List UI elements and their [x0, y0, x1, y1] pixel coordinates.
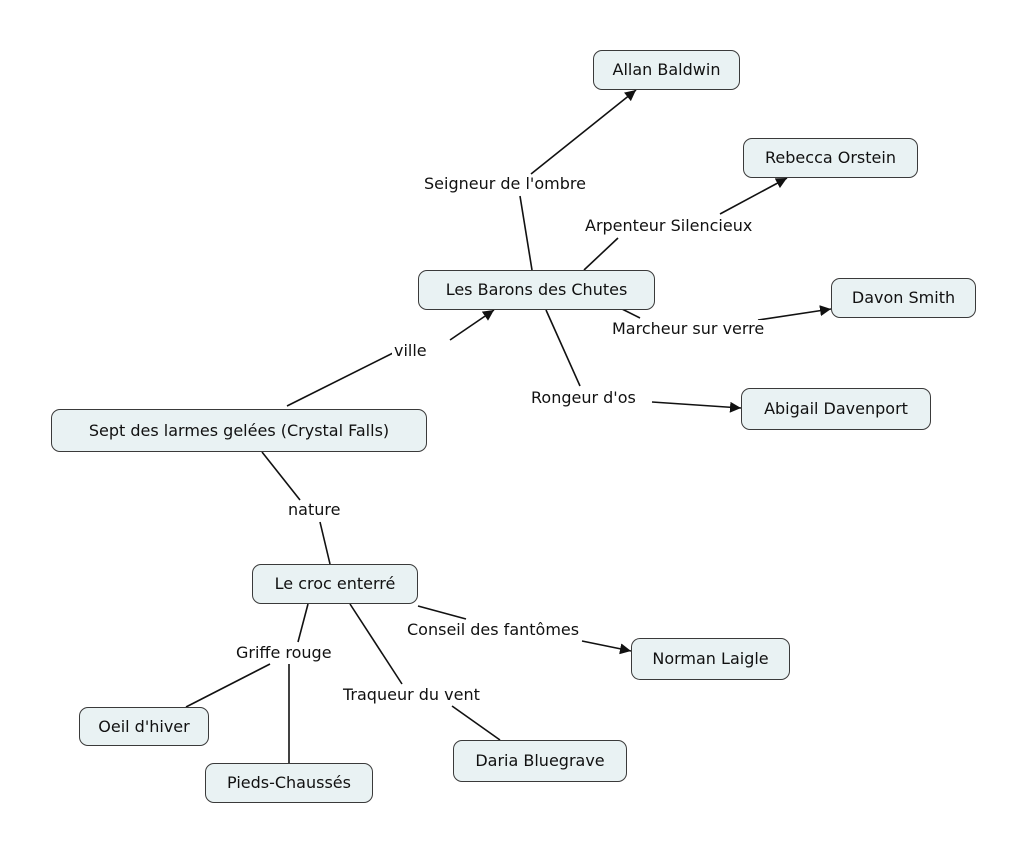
link-label-nature: nature — [286, 500, 343, 519]
connector-seigneur-in — [519, 195, 533, 271]
connector-conseil-out — [581, 640, 632, 655]
link-label-griffe-rouge: Griffe rouge — [234, 643, 334, 662]
connector-griffe-oeil — [185, 663, 271, 708]
link-label-marcheur: Marcheur sur verre — [610, 319, 767, 338]
connector-ville-in — [286, 351, 396, 407]
connector-arpenteur-out — [719, 177, 788, 215]
connector-rongeur-out — [651, 401, 742, 413]
link-label-rongeur: Rongeur d'os — [529, 388, 638, 407]
connector-traqueur-out — [451, 705, 501, 741]
link-label-conseil: Conseil des fantômes — [405, 620, 582, 639]
connector-nature-in — [261, 451, 301, 501]
connector-nature-out — [319, 521, 331, 565]
connector-seigneur-out — [530, 89, 637, 175]
node-pieds-chausses[interactable]: Pieds-Chaussés — [205, 763, 373, 803]
link-label-arpenteur: Arpenteur Silencieux — [583, 216, 755, 235]
connector-traqueur-in — [349, 603, 403, 685]
node-rebecca-orstein[interactable]: Rebecca Orstein — [743, 138, 918, 178]
connector-ville-out — [449, 309, 495, 341]
node-norman-laigle[interactable]: Norman Laigle — [631, 638, 790, 680]
connector-griffe-in — [297, 603, 309, 643]
link-label-ville: ville — [392, 341, 429, 360]
connector-arpenteur-in — [583, 237, 619, 271]
node-davon-smith[interactable]: Davon Smith — [831, 278, 976, 318]
node-oeil-dhiver[interactable]: Oeil d'hiver — [79, 707, 209, 746]
link-label-seigneur: Seigneur de l'ombre — [422, 174, 588, 193]
connector-marcheur-out — [757, 305, 832, 321]
node-allan-baldwin[interactable]: Allan Baldwin — [593, 50, 740, 90]
node-daria-bluegrave[interactable]: Daria Bluegrave — [453, 740, 627, 782]
node-crystal-falls[interactable]: Sept des larmes gelées (Crystal Falls) — [51, 409, 427, 452]
connector-conseil-in — [417, 605, 467, 620]
connector-rongeur-in — [545, 309, 581, 387]
node-barons-des-chutes[interactable]: Les Barons des Chutes — [418, 270, 655, 310]
node-abigail-davenport[interactable]: Abigail Davenport — [741, 388, 931, 430]
link-label-traqueur: Traqueur du vent — [341, 685, 482, 704]
node-croc-enterre[interactable]: Le croc enterré — [252, 564, 418, 604]
